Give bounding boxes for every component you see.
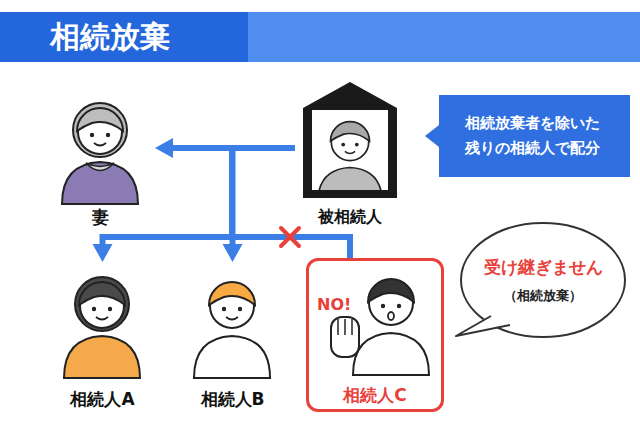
- person-mouth: [345, 151, 355, 153]
- title-text: 相続放棄: [50, 12, 170, 62]
- spouse-figure: 妻: [45, 90, 155, 230]
- person-hair: [368, 279, 414, 302]
- person-label: 相続人A: [70, 388, 134, 410]
- person-eye: [90, 133, 94, 137]
- person-eye: [108, 307, 112, 311]
- palm: [331, 317, 359, 357]
- finger-line: [351, 319, 353, 335]
- node-shape: [425, 95, 630, 177]
- person-body: [62, 162, 138, 204]
- person-eye: [92, 307, 96, 311]
- bubble-text: 受け継ぎません: [484, 256, 603, 278]
- bubble-note: （相続放棄）: [504, 288, 582, 305]
- person-figure: [318, 122, 383, 190]
- bubble-tail-fill: [456, 315, 510, 336]
- person-label: 相続人C: [343, 384, 406, 406]
- portrait-photo: [318, 122, 383, 190]
- person-hair: [79, 282, 125, 305]
- hair-back: [73, 103, 127, 157]
- person-figure: [194, 282, 270, 378]
- person-figure: [64, 277, 140, 378]
- refusing-heir-box: NO! 相続人C: [306, 258, 444, 412]
- person-mouth: [96, 317, 108, 320]
- callout-shape: [425, 95, 630, 177]
- person-label: 相続人B: [201, 388, 265, 410]
- note-callout: 相続放棄者を除いた 残りの相続人で配分: [425, 95, 630, 177]
- person-label: 妻: [92, 206, 109, 228]
- heir-figure: 相続人A: [45, 262, 160, 412]
- person-mouth: [94, 143, 106, 146]
- person-eye: [381, 304, 385, 308]
- heir-figure: 相続人B: [175, 262, 290, 412]
- cross-stroke: [281, 228, 299, 246]
- person-hair: [209, 282, 255, 305]
- inheritance-connector: [173, 145, 295, 151]
- finger-line: [344, 319, 346, 335]
- title-band: [0, 12, 640, 62]
- node-shape: [458, 220, 628, 340]
- person-hair: [330, 122, 369, 142]
- person-body: [194, 336, 270, 378]
- raised-hand: [331, 317, 359, 357]
- hair-back: [75, 277, 129, 331]
- person-eye: [222, 307, 226, 311]
- refusal-cross: [281, 228, 299, 246]
- person-figure: [62, 103, 138, 204]
- person-mouth: [226, 317, 238, 320]
- refusal-exclaim: NO!: [317, 295, 351, 316]
- person-hair: [77, 108, 123, 131]
- person-eye: [355, 143, 359, 147]
- note-text: 相続放棄者を除いた 残りの相続人で配分: [465, 111, 606, 161]
- person-figure: [331, 279, 429, 375]
- finger-line: [337, 319, 339, 335]
- person-eye: [341, 143, 345, 147]
- person-body: [64, 336, 140, 378]
- person-body: [353, 333, 429, 375]
- bubble-tail: [456, 316, 510, 336]
- speech-bubble: 受け継ぎません （相続放棄）: [458, 220, 628, 340]
- node-shape: [295, 78, 405, 230]
- person-eye: [106, 133, 110, 137]
- deceased-portrait: 被相続人: [295, 78, 405, 230]
- person-label: 被相続人: [318, 207, 382, 228]
- inheritance-connector: [233, 148, 296, 244]
- cross-stroke: [281, 228, 299, 246]
- person-eye: [238, 307, 242, 311]
- person-eye: [397, 304, 401, 308]
- person-collar: [86, 163, 114, 171]
- person-mouth: [388, 312, 394, 320]
- title-block: [0, 12, 248, 62]
- person-body: [318, 168, 383, 191]
